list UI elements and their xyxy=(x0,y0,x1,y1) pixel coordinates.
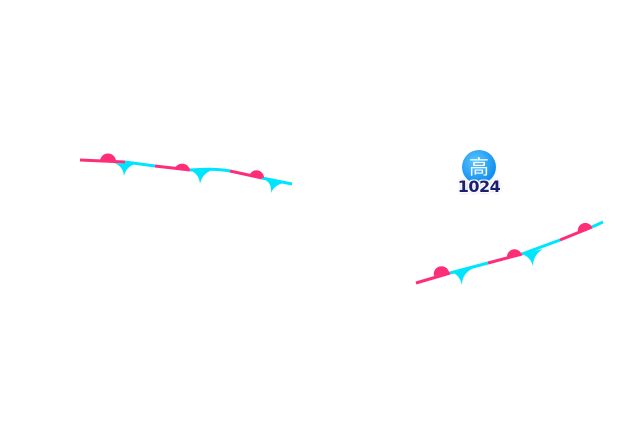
high-pressure-icon: 高 xyxy=(462,150,496,184)
cold-front-barb xyxy=(263,179,285,193)
warm-front-semicircle xyxy=(175,163,190,170)
stationary-front-right xyxy=(415,220,604,285)
warm-front-semicircle xyxy=(506,249,521,257)
high-pressure-center: 高 1024 xyxy=(458,150,501,196)
cold-front-barb xyxy=(521,249,543,266)
warm-front-semicircle xyxy=(433,266,449,276)
stationary-front-left xyxy=(79,153,293,193)
warm-front-semicircle xyxy=(250,170,265,178)
pressure-value: 1024 xyxy=(457,177,501,196)
cold-front-barb xyxy=(449,269,472,285)
warm-front-semicircle xyxy=(577,222,592,232)
cold-front-barb xyxy=(114,163,135,176)
cold-front-barb xyxy=(189,170,212,184)
warm-front-semicircle xyxy=(100,153,117,162)
